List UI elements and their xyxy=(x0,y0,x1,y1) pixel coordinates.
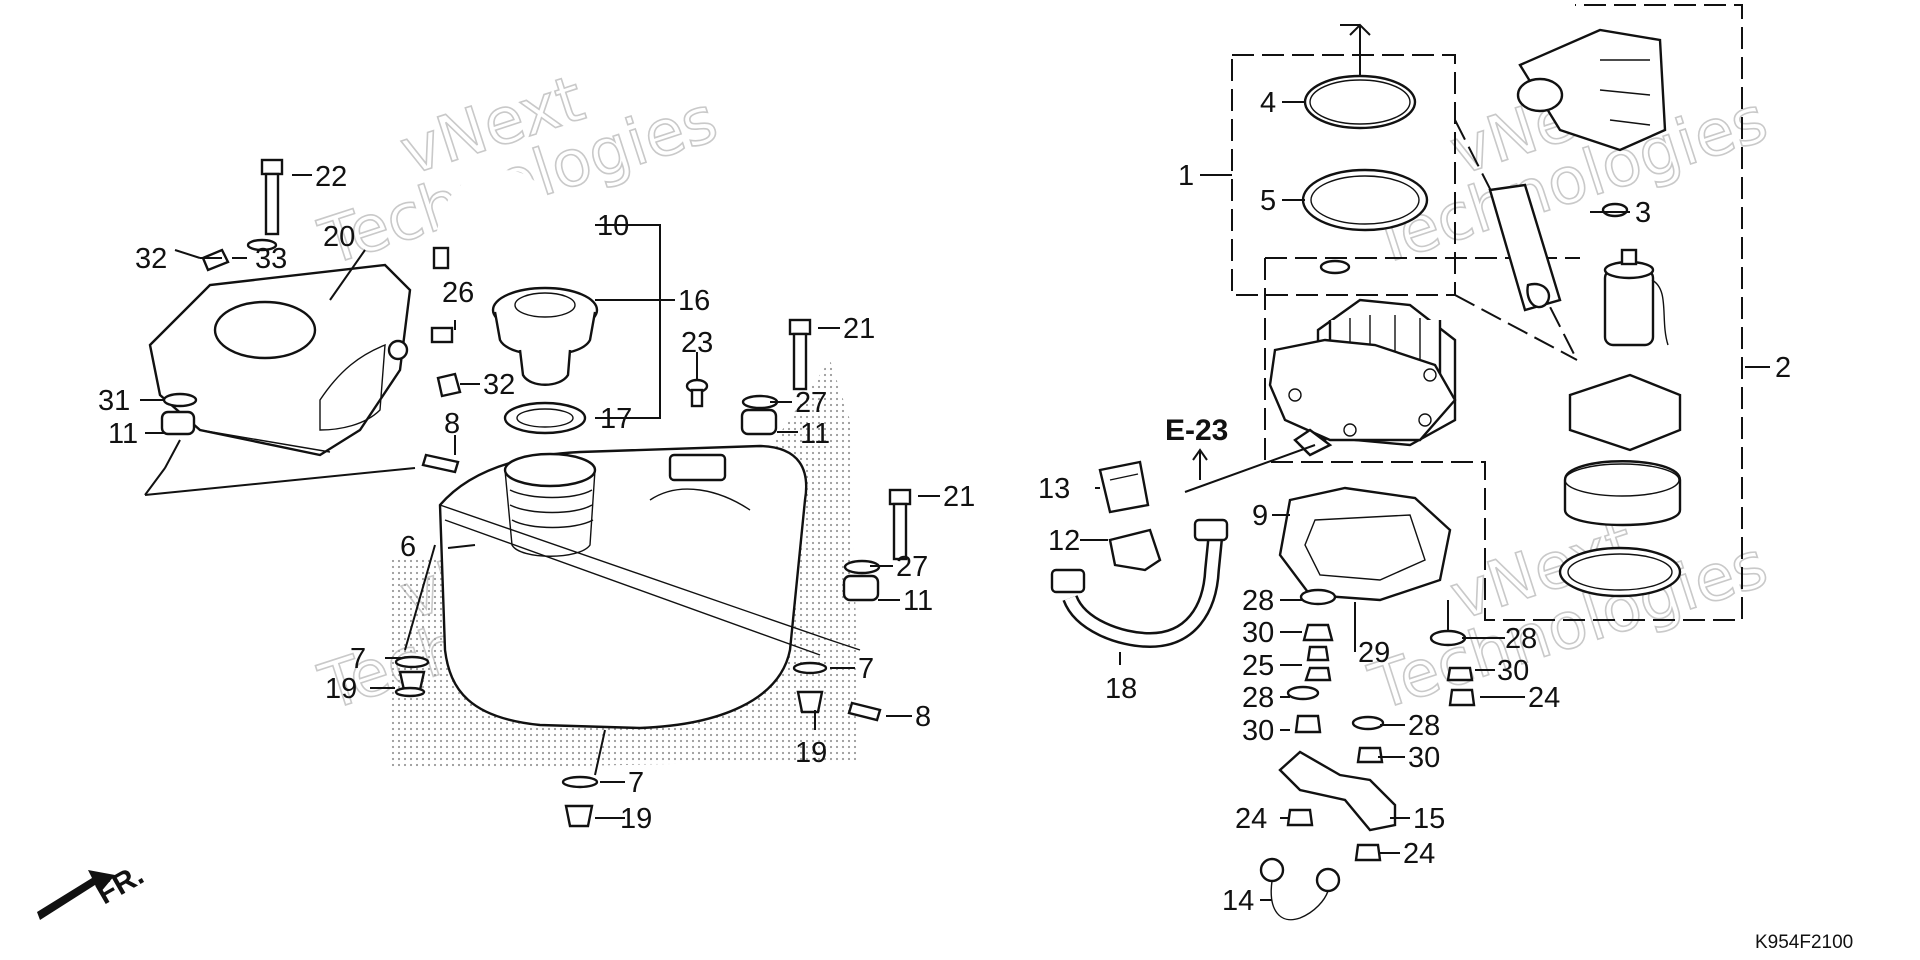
pump-holder xyxy=(1558,373,1682,598)
callout-32b: 32 xyxy=(483,369,515,401)
callout-9: 9 xyxy=(1252,500,1268,532)
callout-19b: 19 xyxy=(795,737,827,769)
callout-17: 17 xyxy=(600,403,632,435)
fuel-tank xyxy=(390,360,861,770)
callout-4: 4 xyxy=(1260,87,1276,119)
grommets-left xyxy=(160,392,198,436)
callout-11b: 11 xyxy=(800,418,830,450)
callout-7b: 7 xyxy=(858,653,874,685)
washers-nuts-right xyxy=(1351,629,1476,862)
clip-8 xyxy=(421,453,882,722)
callout-3: 3 xyxy=(1635,197,1651,229)
bolt-22 xyxy=(260,158,284,236)
band-14 xyxy=(1259,857,1341,921)
seal-ring-4 xyxy=(1303,74,1417,130)
front-direction-arrow: FR. xyxy=(37,858,149,920)
callout-30d: 30 xyxy=(1497,655,1529,687)
screw-23 xyxy=(685,378,709,408)
gasket-9 xyxy=(1278,486,1452,602)
tank-cover xyxy=(148,263,412,457)
callout-21b: 21 xyxy=(943,481,975,513)
callout-28c: 28 xyxy=(1408,710,1440,742)
callout-16: 16 xyxy=(678,285,710,317)
callout-33: 33 xyxy=(255,243,287,275)
callout-28b: 28 xyxy=(1242,682,1274,714)
callout-29: 29 xyxy=(1358,637,1390,669)
regulator xyxy=(1516,28,1667,152)
callout-26: 26 xyxy=(442,277,474,309)
breather-hose xyxy=(432,169,554,301)
callout-22: 22 xyxy=(315,161,347,193)
callout-15: 15 xyxy=(1413,803,1445,835)
callout-21a: 21 xyxy=(843,313,875,345)
lock-ring-5 xyxy=(1301,168,1429,232)
fuel-filter xyxy=(1488,183,1562,312)
callout-20: 20 xyxy=(323,221,355,253)
callouts: 22 20 32 33 31 11 26 32 8 10 16 17 23 21… xyxy=(98,87,1791,917)
callout-6: 6 xyxy=(400,531,416,563)
callout-24a: 24 xyxy=(1235,803,1267,835)
connector-13 xyxy=(1098,460,1150,514)
callout-24b: 24 xyxy=(1403,838,1435,870)
callout-14: 14 xyxy=(1222,885,1254,917)
callout-19a: 19 xyxy=(325,673,357,705)
clips xyxy=(201,238,462,398)
washers-nuts-center xyxy=(1286,588,1337,827)
stay-15 xyxy=(1278,750,1397,832)
callout-8a: 8 xyxy=(444,408,460,440)
fuel-cap xyxy=(491,286,599,386)
callout-10: 10 xyxy=(597,210,629,242)
callout-13: 13 xyxy=(1038,473,1070,505)
front-label: FR. xyxy=(91,858,149,911)
collars-19 xyxy=(394,655,828,828)
callout-24c: 24 xyxy=(1528,682,1560,714)
pump-motor xyxy=(1603,248,1669,347)
bolt-21-lower xyxy=(842,488,912,602)
callout-31: 31 xyxy=(98,385,130,417)
callout-28d: 28 xyxy=(1505,623,1537,655)
callout-8b: 8 xyxy=(915,701,931,733)
cap-gasket xyxy=(503,401,587,435)
pump-flange xyxy=(1268,338,1457,457)
callout-18: 18 xyxy=(1105,673,1137,705)
callout-11c: 11 xyxy=(903,585,933,617)
callout-7c: 7 xyxy=(628,767,644,799)
bolt-21-upper xyxy=(740,318,812,436)
reference-e23: E-23 xyxy=(1165,414,1228,447)
callout-7a: 7 xyxy=(350,643,366,675)
callout-2: 2 xyxy=(1775,352,1791,384)
callout-11a: 11 xyxy=(108,418,138,450)
diagram-code: K954F2100 xyxy=(1755,932,1853,953)
callout-30c: 30 xyxy=(1408,742,1440,774)
callout-19c: 19 xyxy=(620,803,652,835)
callout-28a: 28 xyxy=(1242,585,1274,617)
callout-30a: 30 xyxy=(1242,617,1274,649)
callout-27b: 27 xyxy=(896,551,928,583)
callout-1: 1 xyxy=(1178,160,1194,192)
callout-25: 25 xyxy=(1242,650,1274,682)
connector-12 xyxy=(1108,528,1162,572)
callout-12: 12 xyxy=(1048,525,1080,557)
callout-23: 23 xyxy=(681,327,713,359)
callout-30b: 30 xyxy=(1242,715,1274,747)
callout-32a: 32 xyxy=(135,243,167,275)
part-3 xyxy=(1601,202,1629,218)
leader-lines xyxy=(140,23,1770,901)
callout-5: 5 xyxy=(1260,185,1276,217)
callout-27a: 27 xyxy=(795,387,827,419)
fuel-hose-18 xyxy=(1050,518,1229,649)
